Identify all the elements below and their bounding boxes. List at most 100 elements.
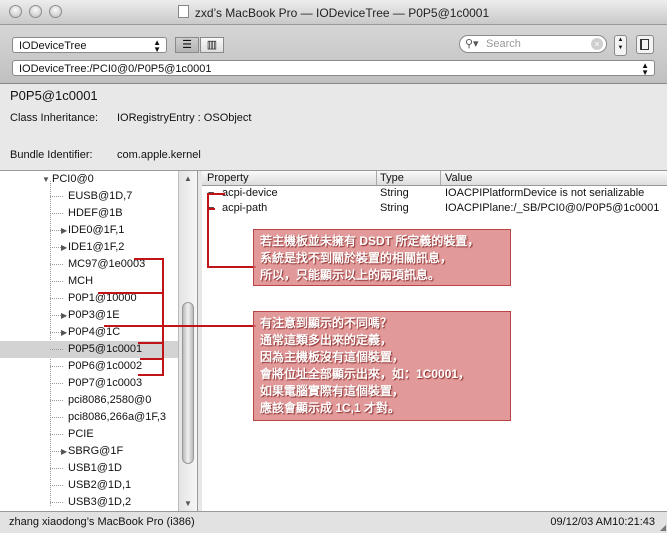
plane-select-value: IODeviceTree [19, 40, 87, 52]
column-separator[interactable] [440, 171, 441, 185]
close-window-button[interactable] [9, 5, 22, 18]
window-title-area: zxd’s MacBook Pro — IODeviceTree — P0P5@… [0, 5, 667, 20]
annotation-note-1: 若主機板並未擁有 DSDT 所定義的裝置， 系統是找不到關於裝置的相關訊息， 所… [253, 229, 511, 286]
annotation-line [207, 193, 225, 195]
tree-item[interactable]: ▶IDE0@1F,1 [0, 222, 178, 239]
tree-branch [50, 298, 63, 299]
search-icon: ⚲▾ [465, 38, 479, 50]
tree-item[interactable]: HDEF@1B [0, 205, 178, 222]
tree-item[interactable]: EUSB@1D,7 [0, 188, 178, 205]
list-view-icon: ☰ [182, 39, 192, 51]
disclosure-closed-icon[interactable]: ▶ [61, 328, 68, 337]
annotation-line [140, 358, 164, 360]
tree-label: SBRG@1F [68, 445, 124, 457]
tree-item[interactable]: P0P7@1c0003 [0, 375, 178, 392]
tree-label: PCIE [68, 428, 94, 440]
toolbar: IODeviceTree ▲▼ ☰ ▥ ⚲▾ Search × ▲▼ IODev… [0, 25, 667, 84]
status-bar: zhang xiaodong’s MacBook Pro (i386) 09/1… [0, 511, 667, 533]
tree-item[interactable]: ▶P0P3@1E [0, 307, 178, 324]
tree-item[interactable]: MC97@1e0003 [0, 256, 178, 273]
updown-arrows-icon: ▲▼ [641, 61, 649, 77]
plane-select[interactable]: IODeviceTree ▲▼ [12, 37, 167, 54]
machine-name: zhang xiaodong’s MacBook Pro (i386) [9, 516, 195, 528]
tree-branch [50, 451, 63, 452]
property-value: IOACPIPlatformDevice is not serializable [445, 187, 645, 199]
tree-branch [50, 281, 63, 282]
tree-label: pci8086,266a@1F,3 [68, 411, 167, 423]
bundle-identifier-label: Bundle Identifier: [10, 149, 93, 161]
tree-item[interactable]: MCH [0, 273, 178, 290]
column-view-button[interactable]: ▥ [200, 37, 224, 53]
tree-item[interactable]: pci8086,266a@1F,3 [0, 409, 178, 426]
annotation-text: 通常這類多出來的定義， [260, 333, 393, 347]
stepper-control[interactable]: ▲▼ [614, 35, 627, 56]
column-header-property[interactable]: Property [207, 172, 249, 184]
column-header-value[interactable]: Value [445, 172, 473, 184]
scroll-up-icon[interactable]: ▲ [184, 174, 192, 183]
tree-label: EUSB@1D,7 [68, 190, 133, 202]
entry-name: P0P5@1c0001 [10, 88, 98, 103]
class-inheritance-value: IORegistryEntry : OSObject [117, 112, 252, 124]
browser-view-button[interactable]: ☰ [175, 37, 199, 53]
property-type: String [380, 202, 409, 214]
registry-tree: ▼ PCI0@0 EUSB@1D,7 HDEF@1B ▶IDE0@1F,1 ▶I… [0, 171, 198, 511]
property-name: acpi-device [222, 187, 278, 199]
search-field[interactable]: ⚲▾ Search × [459, 35, 607, 53]
annotation-line [162, 258, 164, 376]
split-divider[interactable] [0, 170, 667, 171]
stepper-down-icon[interactable]: ▼ [617, 45, 624, 51]
tree-label: P0P5@1c0001 [68, 343, 143, 355]
tree-label: IDE0@1F,1 [68, 224, 125, 236]
column-separator[interactable] [376, 171, 377, 185]
disclosure-open-icon[interactable]: ▼ [42, 175, 50, 184]
zoom-window-button[interactable] [49, 5, 62, 18]
annotation-line [207, 193, 209, 268]
annotation-line [138, 374, 164, 376]
tree-label: USB3@1D,2 [68, 496, 132, 508]
tree-item[interactable]: P0P1@10000 [0, 290, 178, 307]
column-header-type[interactable]: Type [380, 172, 404, 184]
tree-label: P0P7@1c0003 [68, 377, 143, 389]
scroll-thumb[interactable] [182, 302, 194, 464]
class-inheritance-label: Class Inheritance: [10, 112, 99, 124]
clear-search-icon[interactable]: × [591, 38, 603, 50]
drawer-toggle-button[interactable] [636, 35, 654, 54]
minimize-window-button[interactable] [29, 5, 42, 18]
tree-branch [50, 502, 63, 503]
tree-item[interactable]: ▶IDE1@1F,2 [0, 239, 178, 256]
tree-item[interactable]: USB1@1D [0, 460, 178, 477]
tree-branch [50, 400, 63, 401]
tree-branch [50, 366, 63, 367]
resize-grip-icon[interactable]: ◢ [659, 523, 666, 532]
annotation-line [98, 292, 164, 294]
tree-item-selected[interactable]: P0P5@1c0001 [0, 341, 178, 358]
path-select[interactable]: IODeviceTree:/PCI0@0/P0P5@1c0001 ▲▼ [12, 60, 655, 77]
annotation-note-2: 有注意到顯示的不同嗎？ 通常這類多出來的定義， 因為主機板沒有這個裝置， 會將位… [253, 311, 511, 421]
tree-root[interactable]: ▼ PCI0@0 [0, 171, 178, 188]
disclosure-closed-icon[interactable]: ▶ [61, 243, 68, 252]
tree-scrollbar[interactable]: ▲ ▼ [178, 171, 197, 511]
tree-item[interactable]: pci8086,2580@0 [0, 392, 178, 409]
annotation-text: 因為主機板沒有這個裝置， [260, 350, 405, 364]
disclosure-closed-icon[interactable]: ▶ [61, 447, 68, 456]
window-title: zxd’s MacBook Pro — IODeviceTree — P0P5@… [194, 6, 490, 20]
tree-branch [50, 315, 63, 316]
tree-item[interactable]: P0P6@1c0002 [0, 358, 178, 375]
stepper-up-icon[interactable]: ▲ [617, 37, 624, 43]
tree-branch [50, 196, 63, 197]
property-type: String [380, 187, 409, 199]
annotation-text: 會將位址全部顯示出來，如：1C0001， [260, 367, 471, 381]
disclosure-closed-icon[interactable]: ▶ [61, 311, 68, 320]
property-value: IOACPIPlane:/_SB/PCI0@0/P0P5@1c0001 [445, 202, 660, 214]
tree-branch [50, 230, 63, 231]
annotation-text: 若主機板並未擁有 DSDT 所定義的裝置， [260, 234, 480, 248]
tree-item[interactable]: ▶P0P4@1C [0, 324, 178, 341]
tree-item[interactable]: PCIE [0, 426, 178, 443]
tree-item[interactable]: ▶SBRG@1F [0, 443, 178, 460]
columns-view-icon: ▥ [206, 39, 218, 51]
scroll-down-icon[interactable]: ▼ [184, 499, 192, 508]
tree-label: PCI0@0 [52, 173, 94, 185]
tree-item[interactable]: USB2@1D,1 [0, 477, 178, 494]
disclosure-closed-icon[interactable]: ▶ [61, 226, 68, 235]
tree-item[interactable]: USB3@1D,2 [0, 494, 178, 511]
